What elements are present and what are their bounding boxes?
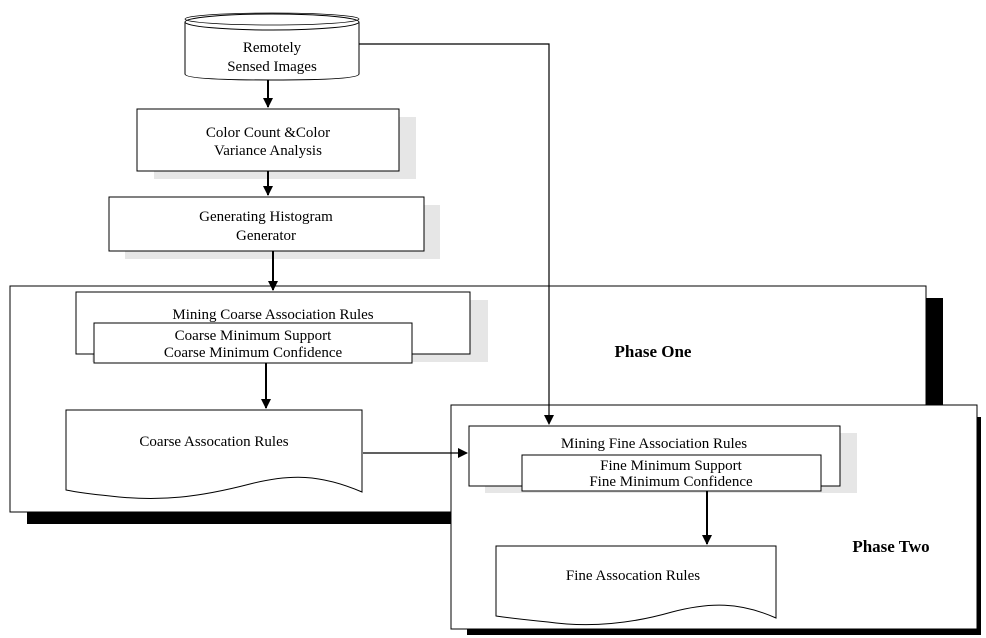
connectors <box>261 43 712 545</box>
color-analysis-line2: Variance Analysis <box>214 143 322 159</box>
histogram-node: Generating Histogram Generator <box>108 196 440 259</box>
fine-rules-label: Fine Assocation Rules <box>566 568 700 584</box>
histogram-line1: Generating Histogram <box>199 209 333 225</box>
color-analysis-line1: Color Count &Color <box>206 125 330 141</box>
images-label-line2: Sensed Images <box>227 59 317 75</box>
color-analysis-node: Color Count &Color Variance Analysis <box>136 108 416 179</box>
histogram-line2: Generator <box>236 228 296 244</box>
images-label-line1: Remotely <box>243 40 302 56</box>
mining-fine-title: Mining Fine Association Rules <box>561 436 747 452</box>
coarse-confidence-label: Coarse Minimum Confidence <box>164 345 343 361</box>
mining-coarse-node: Mining Coarse Association Rules Coarse M… <box>75 291 488 364</box>
coarse-support-label: Coarse Minimum Support <box>175 328 332 344</box>
fine-support-label: Fine Minimum Support <box>600 458 743 474</box>
arrow-images-to-fine-mining <box>359 43 554 425</box>
coarse-rules-label: Coarse Assocation Rules <box>139 434 288 450</box>
phase-one-label: Phase One <box>615 342 692 361</box>
remotely-sensed-images-node: Remotely Sensed Images <box>184 12 360 81</box>
mining-fine-node: Mining Fine Association Rules Fine Minim… <box>468 425 857 493</box>
coarse-rules-node: Coarse Assocation Rules <box>65 409 363 499</box>
mining-coarse-title: Mining Coarse Association Rules <box>172 307 373 323</box>
fine-confidence-label: Fine Minimum Confidence <box>589 474 753 490</box>
fine-rules-node: Fine Assocation Rules <box>495 545 777 626</box>
coarse-params-box <box>93 322 413 364</box>
phase-two-label: Phase Two <box>852 537 929 556</box>
fine-params-box <box>521 454 822 492</box>
